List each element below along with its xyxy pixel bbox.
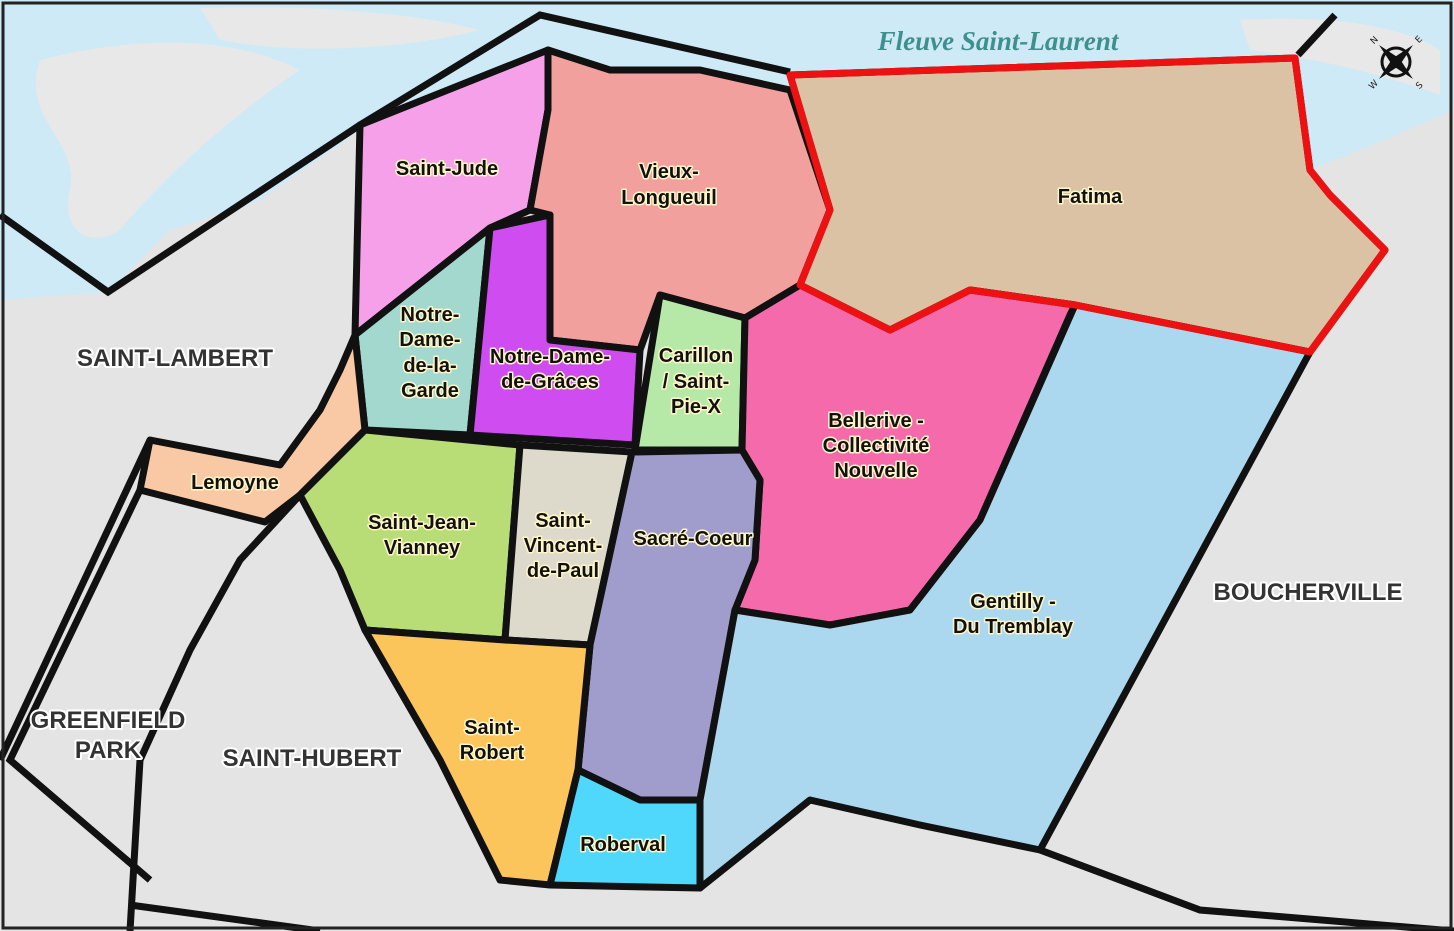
boundary-line-southeast	[1038, 846, 1454, 931]
label-bellerive-1: Bellerive -	[828, 410, 924, 432]
label-roberval: Roberval	[580, 834, 666, 856]
compass-rose-icon: N E S W	[1367, 34, 1425, 92]
label-carillon-3: Pie-X	[671, 396, 722, 418]
river-island-north	[200, 7, 480, 49]
label-ndg-graces-1: Notre-Dame-	[490, 346, 610, 368]
label-sacre-coeur: Sacré-Coeur	[634, 528, 753, 550]
label-ndg-garde-3: de-la-	[403, 355, 456, 377]
label-lemoyne: Lemoyne	[191, 472, 279, 494]
district-roberval[interactable]	[546, 766, 704, 892]
label-saint-vincent-3: de-Paul	[527, 560, 599, 582]
label-vieux-longueuil-1: Vieux-	[639, 161, 699, 183]
label-saint-vincent-1: Saint-	[535, 510, 591, 532]
district-notre-dame-de-graces[interactable]	[466, 211, 644, 449]
compass-needle-cross	[1379, 45, 1413, 79]
label-saint-jean-vianney-1: Saint-Jean-	[368, 512, 476, 534]
label-gentilly-2: Du Tremblay	[953, 616, 1074, 638]
label-carillon-1: Carillon	[659, 345, 733, 367]
boundary-line-northeast	[1295, 12, 1338, 58]
label-saint-vincent-2: Vincent-	[524, 535, 603, 557]
label-vieux-longueuil-2: Longueuil	[621, 187, 717, 209]
city-label-park: PARK	[75, 737, 142, 764]
label-gentilly-1: Gentilly -	[970, 591, 1056, 613]
label-saint-jean-vianney-2: Vianney	[384, 537, 461, 559]
label-ndg-garde-4: Garde	[401, 380, 459, 402]
city-label-saint-hubert: SAINT-HUBERT	[223, 745, 402, 772]
river-label: Fleuve Saint-Laurent	[877, 26, 1120, 56]
label-saint-robert-2: Robert	[460, 742, 525, 764]
compass-e: E	[1414, 34, 1425, 45]
city-label-greenfield: GREENFIELD	[31, 707, 186, 734]
compass-s: S	[1414, 80, 1425, 91]
city-label-boucherville: BOUCHERVILLE	[1214, 579, 1403, 606]
label-fatima: Fatima	[1058, 186, 1123, 208]
boundary-line-west	[0, 438, 154, 762]
city-label-saint-lambert: SAINT-LAMBERT	[77, 345, 273, 372]
label-bellerive-2: Collectivité	[823, 435, 930, 457]
boundary-line-saint-hubert	[126, 492, 303, 931]
label-saint-robert-1: Saint-	[464, 717, 520, 739]
label-ndg-garde-2: Dame-	[399, 329, 460, 351]
label-ndg-graces-2: de-Grâces	[501, 371, 599, 393]
label-ndg-garde-1: Notre-	[401, 304, 460, 326]
boundary-line-greenfield	[5, 488, 153, 883]
river-island-west	[35, 42, 301, 238]
label-bellerive-3: Nouvelle	[834, 460, 917, 482]
district-fatima-highlight	[786, 54, 1389, 356]
label-carillon-2: / Saint-	[663, 371, 730, 393]
compass-n: N	[1369, 35, 1381, 47]
label-saint-jude: Saint-Jude	[396, 158, 498, 180]
